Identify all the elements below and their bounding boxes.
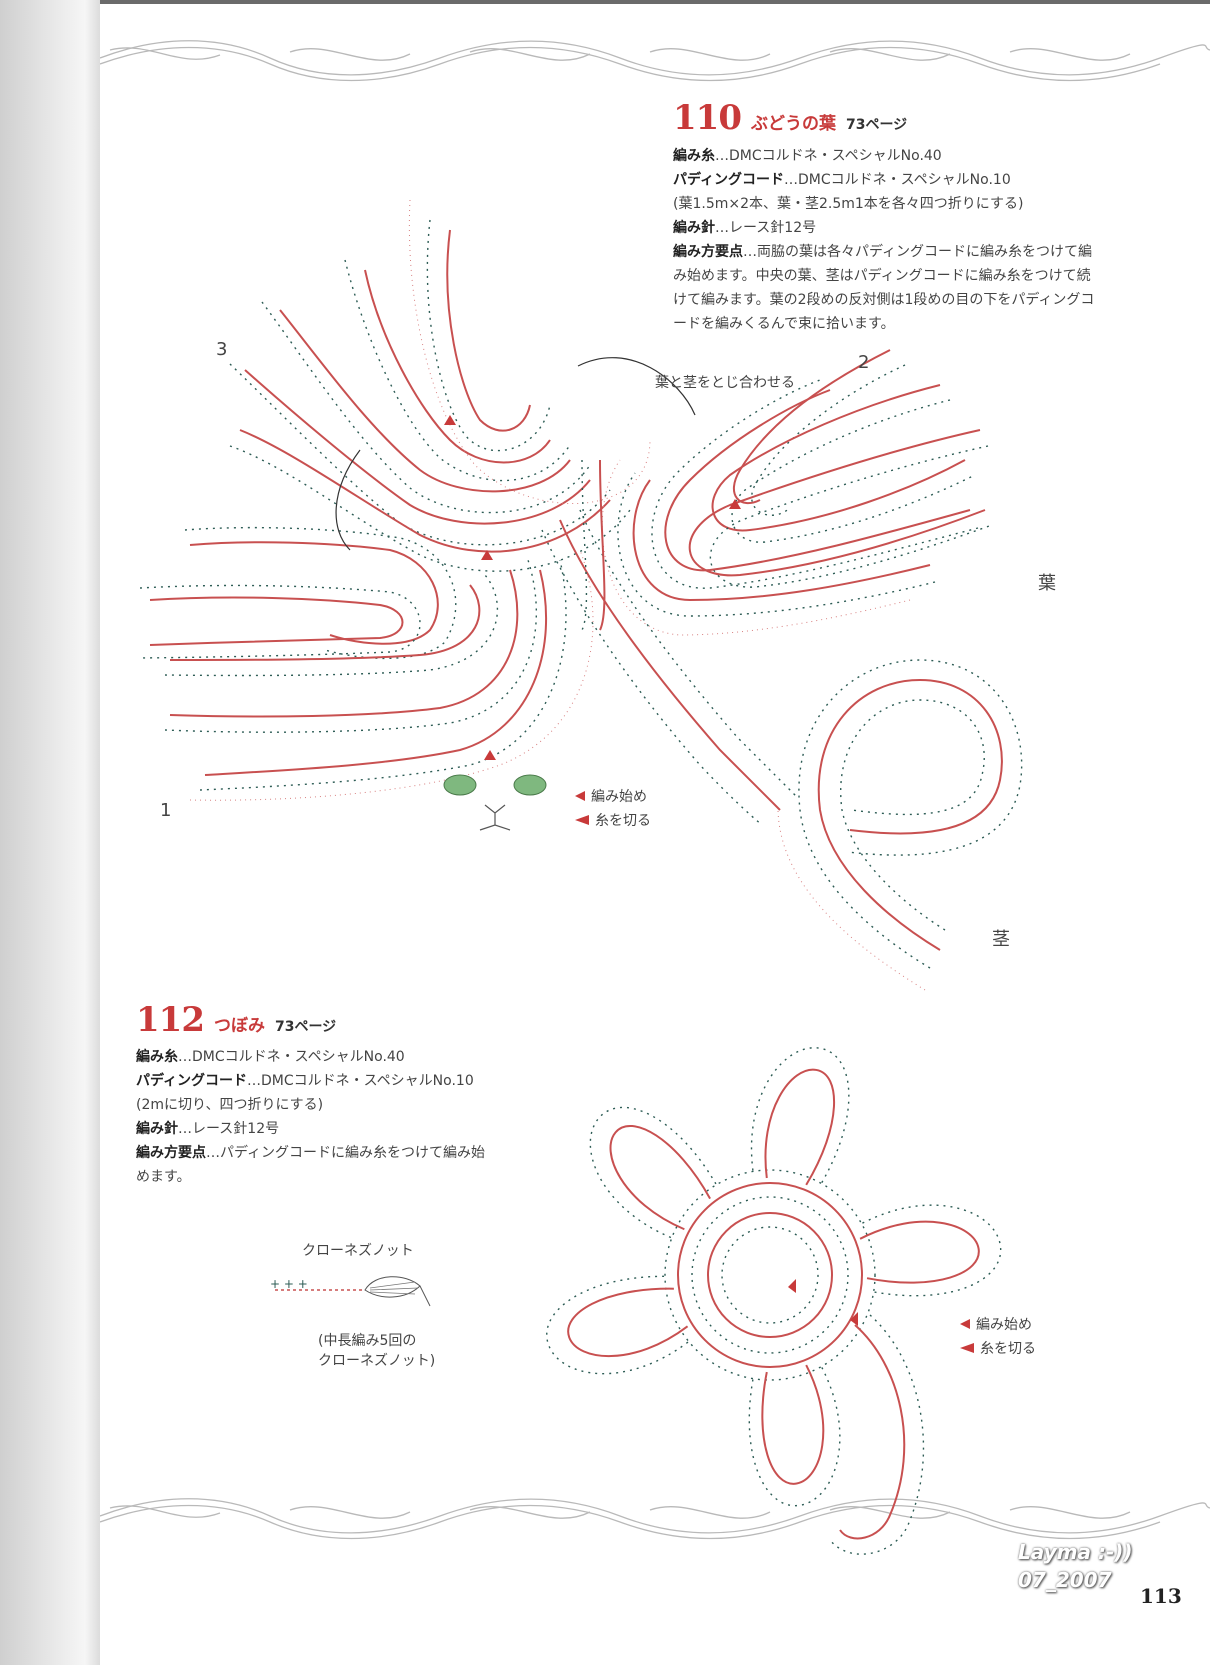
top-ornament-border [100, 40, 1210, 82]
pattern-110-number: 110 [673, 98, 742, 138]
clones-knot-note-1: (中長編み5回の [318, 1333, 417, 1349]
cord-label: パディングコード [673, 172, 785, 188]
hook-value: …レース針12号 [715, 220, 817, 236]
svg-text:+ + +: + + + [270, 1277, 308, 1291]
start-triangle-icon [575, 791, 585, 801]
legend-110-cut-label: 糸を切る [595, 813, 651, 829]
start-marker-leaf-1b [484, 750, 496, 760]
flower-cut-marker [850, 1312, 858, 1326]
book-spine-shadow [0, 0, 100, 1665]
legend-112-start-label: 編み始め [976, 1317, 1032, 1333]
yarn-value: …DMCコルドネ・スペシャルNo.40 [715, 148, 942, 164]
pattern-112-heading: 112 つぼみ 73ページ [136, 1000, 336, 1040]
method-line-2: めます。 [136, 1169, 191, 1185]
leaf-3-rows [229, 199, 651, 572]
join-line-left [335, 449, 361, 551]
method-label: 編み方要点 [673, 244, 743, 260]
hook-value: …レース針12号 [178, 1121, 280, 1137]
watermark-line-2: 07_2007 [1018, 1568, 1112, 1592]
page-top-edge [100, 0, 1210, 4]
pattern-112-specs: 編み糸…DMCコルドネ・スペシャルNo.40 パディングコード…DMCコルドネ・… [136, 1045, 556, 1189]
hook-label: 編み針 [673, 220, 715, 236]
clones-knot-diagram: + + + [270, 1276, 431, 1307]
bottom-ornament-border [100, 1498, 1210, 1540]
cord-value: …DMCコルドネ・スペシャルNo.10 [784, 172, 1011, 188]
pattern-112-page-ref: 73ページ [274, 1019, 337, 1035]
yarn-label: 編み糸 [136, 1049, 178, 1065]
stem-rows [541, 459, 799, 826]
pattern-112-number: 112 [136, 1000, 205, 1040]
start-marker-leaf-1 [481, 550, 493, 560]
method-line-4: ードを編みくるんで束に拾います。 [673, 316, 895, 332]
cord-label: パディングコード [136, 1073, 248, 1089]
center-ring-inner [707, 1212, 833, 1338]
yarn-value: …DMCコルドネ・スペシャルNo.40 [178, 1049, 405, 1065]
flower-start-marker [788, 1279, 796, 1293]
leaf-label-1: 1 [160, 800, 172, 821]
start-triangle-icon [960, 1319, 970, 1329]
stem-label-kuki: 茎 [992, 929, 1010, 950]
legend-112-start: 編み始め [960, 1314, 1032, 1334]
legend-110-start: 編み始め [575, 786, 647, 806]
leaf-label-ha: 葉 [1038, 573, 1056, 594]
join-note: 葉と茎をとじ合わせる [655, 375, 795, 391]
cord-value: …DMCコルドネ・スペシャルNo.10 [247, 1073, 474, 1089]
cord-note: (葉1.5m×2本、葉・茎2.5m1本を各々四つ折りにする) [673, 196, 1024, 212]
clones-knot-note-2: クローネズノット) [318, 1353, 436, 1369]
bud-flower-diagram [546, 1047, 1002, 1555]
flower-tail [839, 1324, 906, 1540]
petals [546, 1047, 1002, 1507]
stem-loop [777, 659, 1023, 991]
legend-110-cut: 糸を切る [575, 810, 651, 830]
watermark-line-1: Layma :-)) [1018, 1540, 1133, 1564]
leaf-1-rows [139, 526, 594, 801]
join-line-right [577, 357, 696, 416]
cut-triangle-icon [960, 1343, 974, 1353]
clones-knot-title: クローネズノット [302, 1243, 414, 1259]
grape-leaf-diagram [139, 199, 1023, 991]
leaf-2-rows [601, 349, 993, 636]
pattern-112-name: つぼみ [213, 1016, 265, 1036]
method-line-3: けて編みます。葉の2段めの反対側は1段めの目の下をパディングコ [673, 292, 1095, 308]
method-line-1: …両脇の葉は各々パディングコードに編み糸をつけて編 [743, 244, 1093, 260]
cut-triangle-icon [575, 815, 589, 825]
legend-112-cut-label: 糸を切る [980, 1341, 1036, 1357]
pattern-110-specs: 編み糸…DMCコルドネ・スペシャルNo.40 パディングコード…DMCコルドネ・… [673, 144, 1173, 336]
page-number: 113 [1140, 1584, 1182, 1608]
method-label: 編み方要点 [136, 1145, 206, 1161]
start-marker-leaf-3 [444, 415, 456, 425]
cord-note: (2mに切り、四つ折りにする) [136, 1097, 324, 1113]
hook-label: 編み針 [136, 1121, 178, 1137]
yarn-label: 編み糸 [673, 148, 715, 164]
leaf-label-2: 2 [858, 352, 870, 373]
legend-112-cut: 糸を切る [960, 1338, 1036, 1358]
pattern-110-name: ぶどうの葉 [750, 114, 836, 134]
method-line-2: み始めます。中央の葉、茎はパディングコードに編み糸をつけて続 [673, 268, 1091, 284]
start-marker-leaf-2 [729, 499, 741, 509]
pattern-110-page-ref: 73ページ [845, 117, 908, 133]
legend-110-start-label: 編み始め [591, 789, 647, 805]
method-line-1: …パディングコードに編み糸をつけて編み始 [206, 1145, 486, 1161]
cat-face-doodle [443, 774, 547, 831]
pattern-110-heading: 110 ぶどうの葉 73ページ [673, 98, 907, 138]
leaf-label-3: 3 [216, 339, 228, 360]
